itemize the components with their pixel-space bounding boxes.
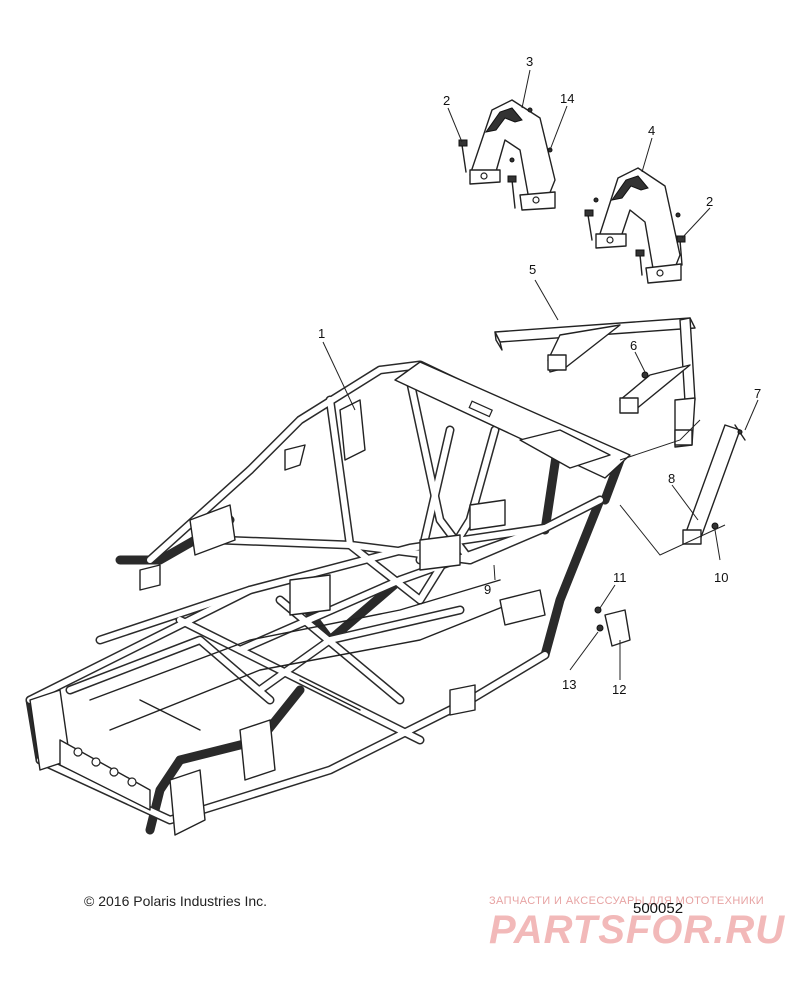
callout-12: 12 — [612, 682, 626, 697]
callout-6: 6 — [630, 338, 637, 353]
callout-9: 9 — [484, 582, 491, 597]
callout-14: 14 — [560, 91, 574, 106]
callout-2-left: 2 — [443, 93, 450, 108]
copyright-notice: © 2016 Polaris Industries Inc. — [84, 893, 268, 909]
callout-2-right: 2 — [706, 194, 713, 209]
figure-number: 500052 — [633, 900, 684, 917]
callout-10: 10 — [714, 570, 728, 585]
rear-seat-hoop-right — [584, 167, 686, 284]
rear-seat-hoop-left — [458, 99, 556, 211]
callout-13: 13 — [562, 677, 576, 692]
main-frame — [25, 360, 631, 836]
watermark-logo: PARTSFOR.RU — [489, 908, 786, 952]
side-support-bar — [682, 424, 746, 545]
leader-lines — [322, 69, 759, 680]
callout-5: 5 — [529, 262, 536, 277]
watermark-tagline: ЗАПЧАСТИ И АКСЕССУАРЫ ДЛЯ МОТОТЕХНИКИ — [489, 895, 765, 907]
callout-11: 11 — [613, 570, 627, 585]
rear-brace — [494, 317, 696, 448]
callout-4: 4 — [648, 123, 655, 138]
callout-1: 1 — [318, 326, 325, 341]
callout-8: 8 — [668, 471, 675, 486]
callout-3: 3 — [526, 54, 533, 69]
callout-labels: 1 2 2 3 4 5 6 7 8 9 10 11 12 13 14 — [318, 54, 761, 697]
callout-7: 7 — [754, 386, 761, 401]
mounting-bracket — [594, 606, 631, 647]
